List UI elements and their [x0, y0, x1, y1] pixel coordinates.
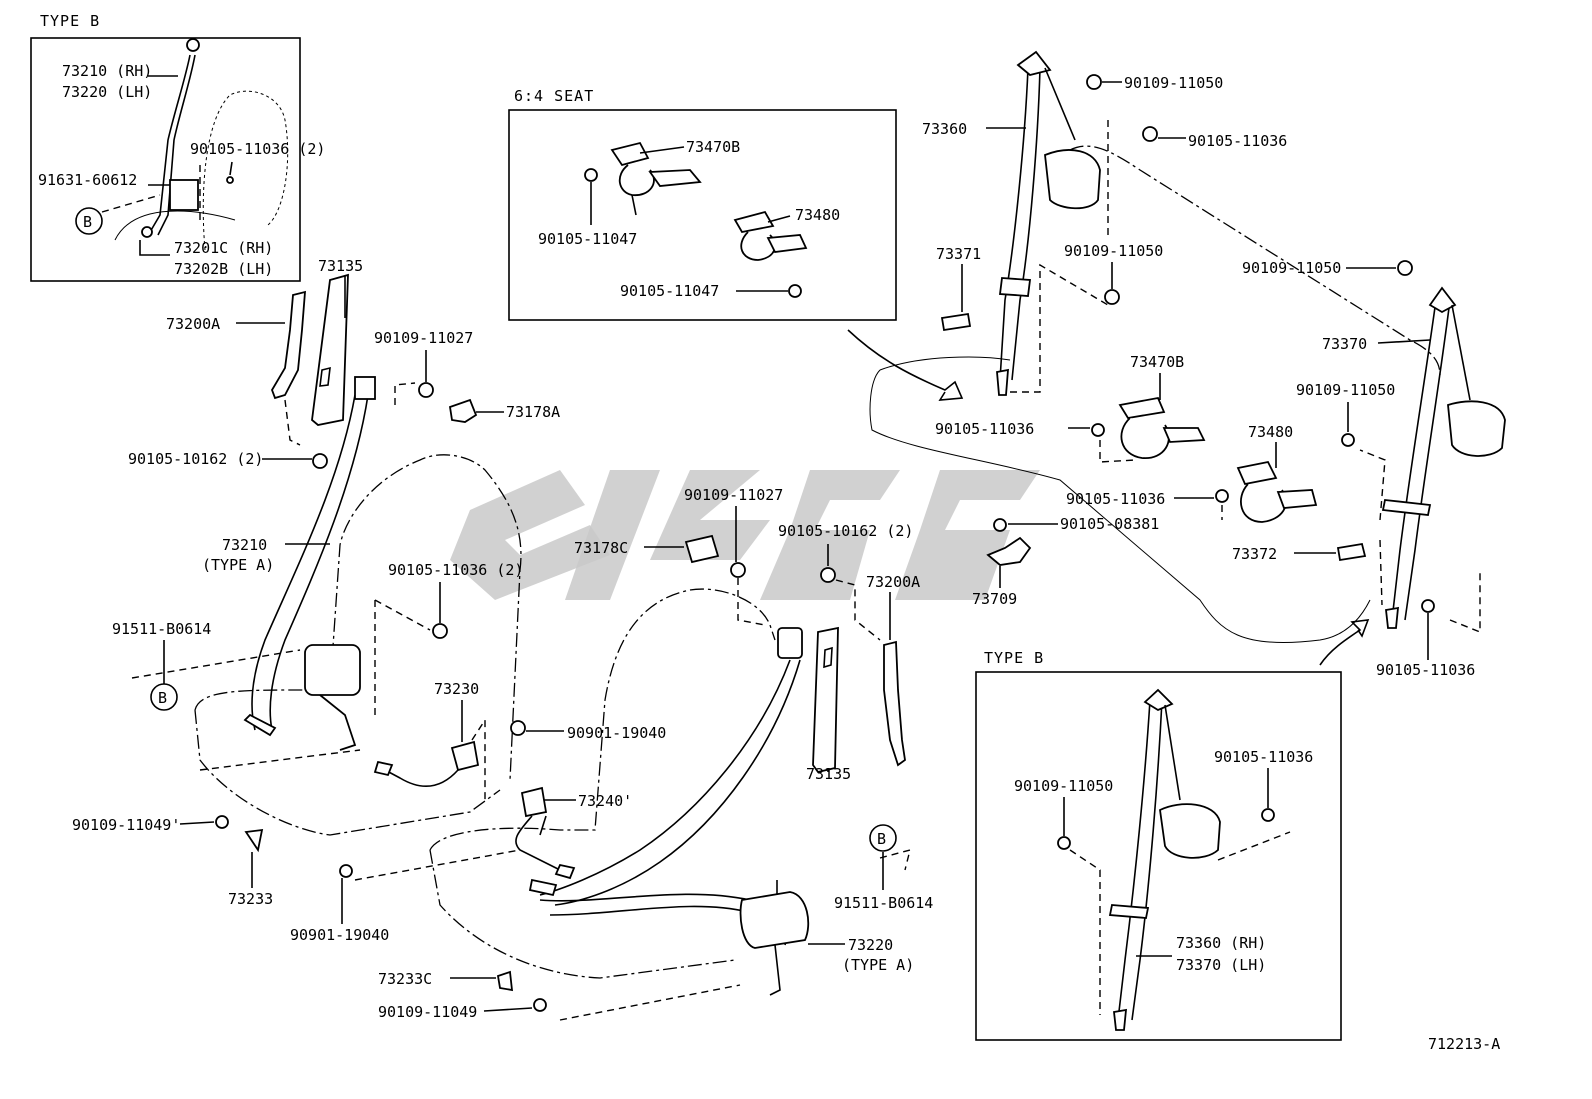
label-73372: 73372: [1232, 545, 1277, 563]
label-90105-11036-r1: 90105-11036: [1188, 132, 1287, 150]
label-73178a: 73178A: [506, 403, 560, 421]
label-73200a-left: 73200A: [166, 315, 220, 333]
label-73135-center: 73135: [806, 765, 851, 783]
center-seat-assembly: [429, 534, 911, 1021]
seat64-label-90105-11047-a: 90105-11047: [538, 230, 637, 248]
label-91631-60612: 91631-60612: [38, 171, 137, 189]
label-90109-11027-left: 90109-11027: [374, 329, 473, 347]
left-seat-assembly: [131, 273, 526, 881]
label-90109-11050-r1: 90109-11050: [1124, 74, 1223, 92]
seat64-label-73480: 73480: [795, 206, 840, 224]
label-90109-11050-r3: 90109-11050: [1242, 259, 1341, 277]
type-b-bottomright-title: TYPE B: [984, 649, 1044, 667]
label-90105-11036-left: 90105-11036 (2): [388, 561, 523, 579]
label-73178c: 73178C: [574, 539, 628, 557]
label-73709: 73709: [972, 590, 1017, 608]
label-90105-08381: 90105-08381: [1060, 515, 1159, 533]
label-73360: 73360: [922, 120, 967, 138]
label-73210-left: 73210: [222, 536, 267, 554]
label-73370: 73370: [1322, 335, 1367, 353]
label-73202b-lh: 73202B (LH): [174, 260, 273, 278]
seat64-label-73470b: 73470B: [686, 138, 740, 156]
label-90105-10162-center: 90105-10162 (2): [778, 522, 913, 540]
label-73470b-rear: 73470B: [1130, 353, 1184, 371]
watermark-logo: [450, 470, 1040, 600]
arrow-64-to-seat: [847, 329, 964, 401]
label-73220-lh: 73220 (LH): [62, 83, 152, 101]
label-91511-b0614-center: 91511-B0614: [834, 894, 933, 912]
label-90109-11027-center: 90109-11027: [684, 486, 783, 504]
label-73201c-rh: 73201C (RH): [174, 239, 273, 257]
label-b-circle-left: B: [158, 689, 167, 707]
typeb-label-73370-lh: 73370 (LH): [1176, 956, 1266, 974]
left-labels: 73135 73200A 90109-11027 73178A 90105-10…: [72, 257, 666, 908]
type-b-bottomright-panel: TYPE B 90109-11050 90105-11036 73360 (RH…: [975, 649, 1342, 1041]
label-90109-11050-r2: 90109-11050: [1064, 242, 1163, 260]
label-73200a-center: 73200A: [866, 573, 920, 591]
label-73233: 73233: [228, 890, 273, 908]
rear-seat-assembly: [869, 50, 1506, 666]
label-90105-11036: 90105-11036 (2): [190, 140, 325, 158]
label-73220: 73220: [848, 936, 893, 954]
seat64-label-90105-11047-b: 90105-11047: [620, 282, 719, 300]
label-b-circle-center: B: [877, 830, 886, 848]
label-90105-11036-r2: 90105-11036: [935, 420, 1034, 438]
label-73480-rear: 73480: [1248, 423, 1293, 441]
right-labels: 90109-11050 73360 90105-11036 73371 9010…: [922, 74, 1475, 679]
label-73135-left: 73135: [318, 257, 363, 275]
label-type-a-center: (TYPE A): [842, 956, 914, 974]
seat-64-panel: 6:4 SEAT 73470B 90105-11047 73480 90105-…: [508, 87, 897, 321]
type-b-topleft-panel: TYPE B 73210 (RH) 73220 (LH) 90105-11036…: [30, 12, 325, 282]
label-90105-10162-left: 90105-10162 (2): [128, 450, 263, 468]
label-73240: 73240': [578, 792, 632, 810]
label-90901-19040-center: 90901-19040: [290, 926, 389, 944]
label-90109-11050-r4: 90109-11050: [1296, 381, 1395, 399]
typeb-label-90109-11050: 90109-11050: [1014, 777, 1113, 795]
center-labels: 90109-11027 73178C 90105-10162 (2) 73200…: [290, 486, 933, 1021]
typeb-label-73360-rh: 73360 (RH): [1176, 934, 1266, 952]
label-b-circle: B: [83, 213, 92, 231]
label-90105-11036-r4: 90105-11036: [1376, 661, 1475, 679]
label-90109-11049-left: 90109-11049': [72, 816, 180, 834]
label-73230: 73230: [434, 680, 479, 698]
label-73233c: 73233C: [378, 970, 432, 988]
diagram-footer-code: 712213-A: [1428, 1035, 1500, 1053]
seat-64-title: 6:4 SEAT: [514, 87, 594, 105]
label-type-a-left: (TYPE A): [202, 556, 274, 574]
label-73371: 73371: [936, 245, 981, 263]
label-91511-b0614-left: 91511-B0614: [112, 620, 211, 638]
type-b-topleft-title: TYPE B: [40, 12, 100, 30]
label-90105-11036-r3: 90105-11036: [1066, 490, 1165, 508]
label-90109-11049-center: 90109-11049: [378, 1003, 477, 1021]
label-73210-rh: 73210 (RH): [62, 62, 152, 80]
label-90901-19040-left: 90901-19040: [567, 724, 666, 742]
typeb-label-90105-11036: 90105-11036: [1214, 748, 1313, 766]
